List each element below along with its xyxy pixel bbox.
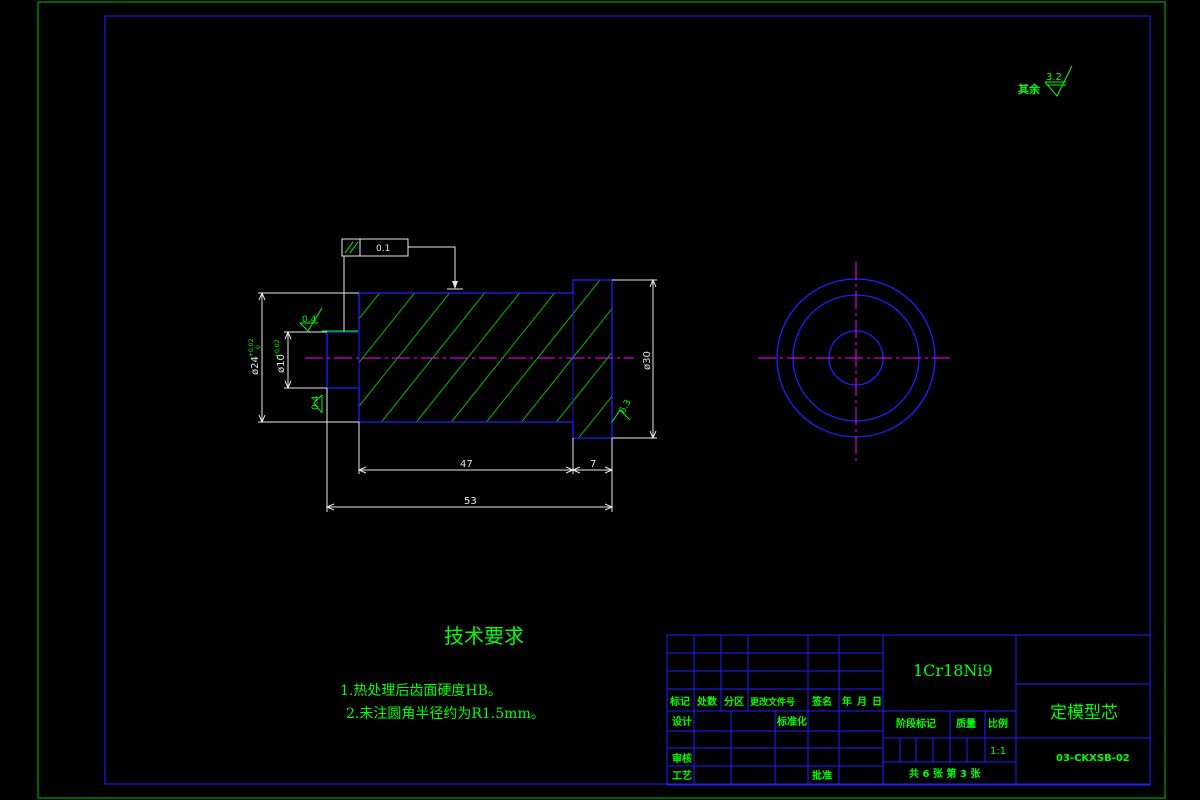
tb-stage-mark: 阶段标记	[896, 717, 936, 730]
svg-text:6.3: 6.3	[618, 398, 634, 415]
dim-bore	[284, 330, 327, 390]
tb-scale: 1:1	[990, 746, 1006, 757]
tb-material: 1Cr18Ni9	[913, 661, 993, 680]
dim-outer-left-tol-lower: 0	[255, 345, 262, 349]
dim-flange-length: 7	[590, 459, 596, 470]
dim-outer-left-tol-upper: +0.02	[248, 338, 255, 357]
roughness-mark-1: 0.4	[299, 307, 358, 332]
tb-header-day: 日	[872, 696, 882, 708]
svg-text:0.4: 0.4	[302, 315, 317, 325]
inner-border	[104, 15, 1151, 785]
tb-process: 工艺	[672, 769, 692, 782]
surface-finish-prefix: 其余	[1018, 82, 1041, 96]
tech-requirements: 技术要求 1.热处理后齿面硬度HB。 2.未注圆角半径约为R1.5mm。	[340, 624, 545, 722]
title-block	[666, 634, 1151, 786]
dim-total	[325, 388, 614, 512]
dim-outer-left	[258, 291, 359, 424]
tech-requirement-2: 2.未注圆角半径约为R1.5mm。	[346, 706, 545, 722]
tb-drawing-no: 03-CKXSB-02	[1056, 753, 1130, 764]
roughness-mark-2: 0.4	[311, 394, 323, 414]
dim-outer-left-label: ø24	[250, 356, 261, 375]
tech-requirements-title: 技术要求	[444, 624, 524, 648]
dim-flange-label: ø30	[642, 351, 653, 370]
section-hatching	[327, 280, 612, 438]
tb-design: 设计	[672, 715, 692, 728]
dim-body-length: 47	[460, 459, 473, 470]
roughness-mark-3: 6.3	[611, 398, 634, 423]
outer-border	[37, 1, 1166, 799]
dim-lengths-top	[357, 422, 614, 512]
tb-sheets: 共 6 张 第 3 张	[909, 767, 981, 780]
tb-header-zone: 分区	[724, 695, 744, 708]
tb-weight: 质量	[956, 717, 976, 730]
surface-finish-note: 其余 3.2	[1018, 65, 1073, 97]
tolerance-value: 0.1	[376, 244, 390, 254]
dim-flange	[612, 278, 657, 440]
surface-finish-value: 3.2	[1046, 72, 1062, 83]
tb-standardize: 标准化	[776, 715, 807, 728]
tb-header-month: 月	[856, 696, 867, 708]
tb-review: 审核	[672, 752, 692, 765]
tb-header-signature: 签名	[811, 695, 832, 708]
parallelism-icon	[344, 241, 359, 254]
svg-text:0.4: 0.4	[311, 395, 321, 410]
dim-total-length: 53	[464, 496, 477, 507]
part-outline	[326, 279, 613, 439]
title-block-text: 1Cr18Ni9 定模型芯 03-CKXSB-02 标记 处数 分区 更改文件号…	[669, 661, 1130, 782]
tb-approve: 批准	[812, 769, 832, 782]
tb-header-mark: 标记	[669, 695, 690, 708]
roughness-symbol-icon	[1044, 65, 1073, 97]
dim-bore-label: ø10	[276, 354, 287, 373]
end-view	[758, 262, 952, 464]
tb-header-count: 处数	[696, 695, 718, 708]
geometric-tolerance-frame: 0.1	[341, 238, 463, 332]
tb-header-year: 年	[842, 695, 852, 708]
section-view: 0.1 0.4 0.4 6.3	[248, 238, 657, 512]
tb-header-change-doc: 更改文件号	[750, 696, 795, 708]
tb-part-name: 定模型芯	[1050, 703, 1118, 723]
tech-requirement-1: 1.热处理后齿面硬度HB。	[340, 683, 502, 699]
dim-bore-tol: +0.02	[274, 339, 281, 358]
tb-scale-label: 比例	[988, 717, 1008, 730]
